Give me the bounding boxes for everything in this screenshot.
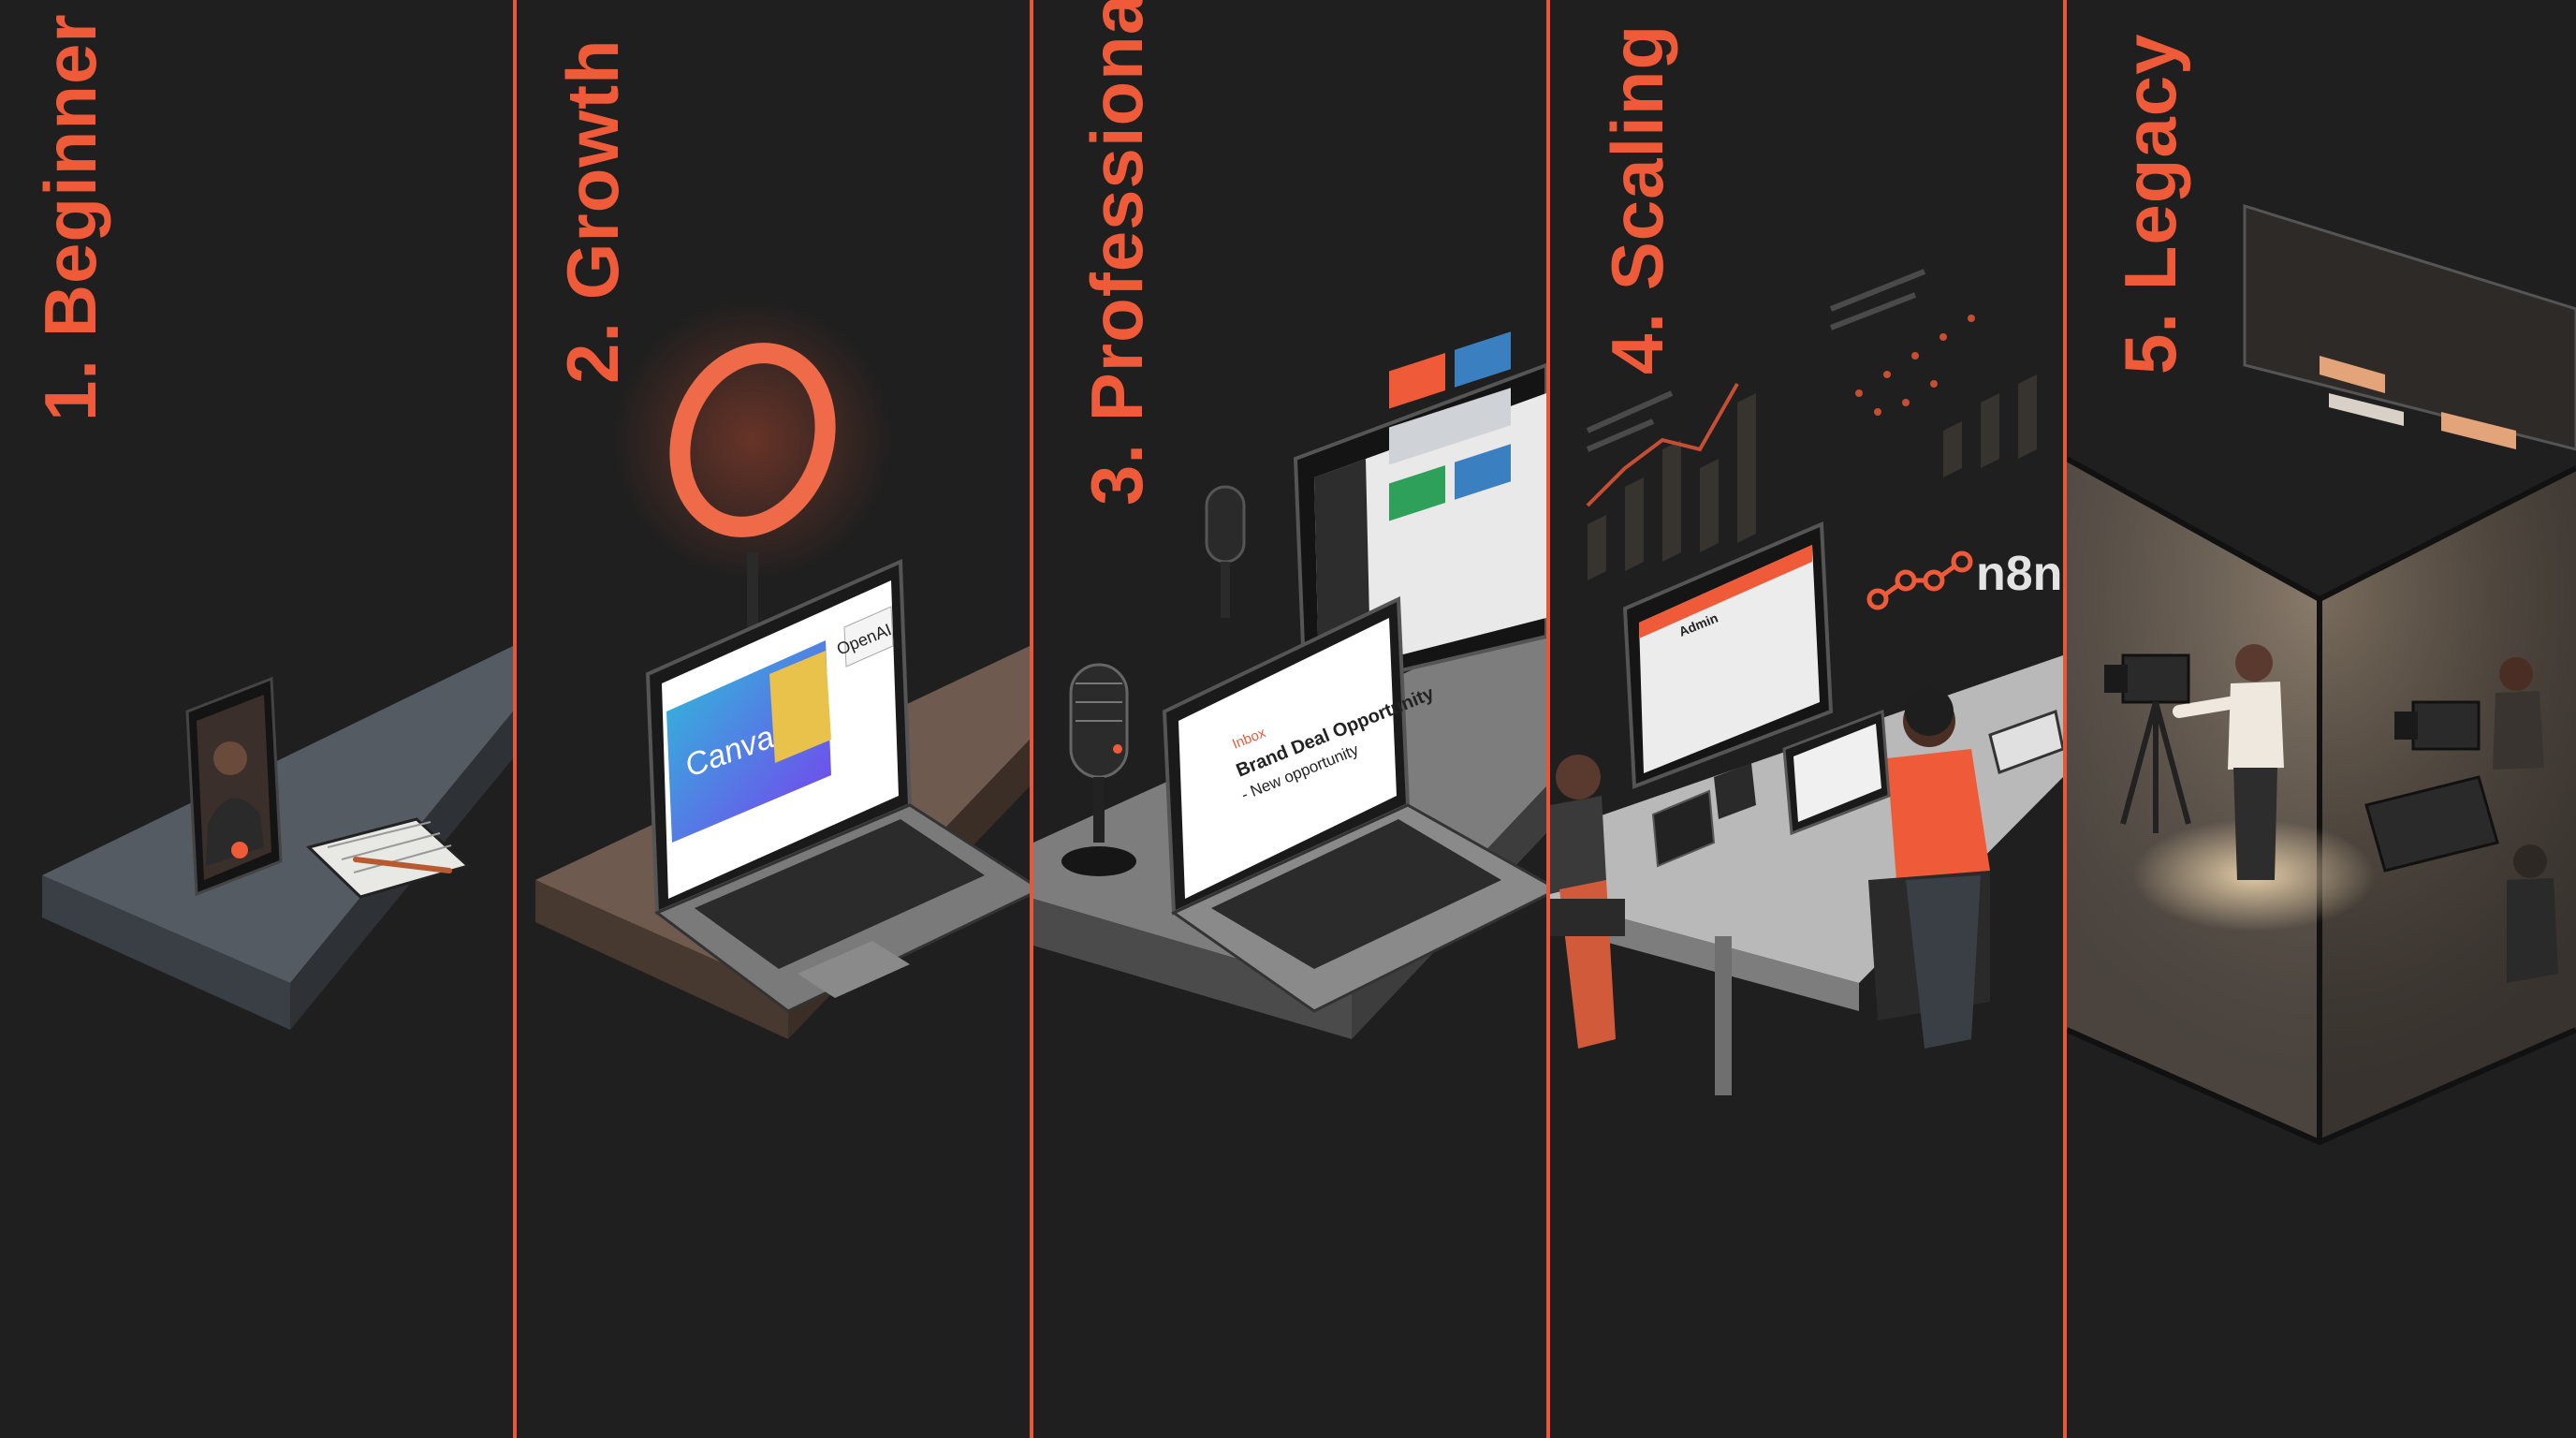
stage-title-growth: 2. Growth [551,38,634,384]
divider-2 [1030,0,1033,1438]
divider-4 [2063,0,2067,1438]
person-icon [1868,687,1990,1049]
person-icon [2507,844,2558,983]
n8n-logo-icon [1866,550,1973,610]
stage-panel-professional: 3. Professional [1033,0,1546,1438]
stage-title-legacy: 5. Legacy [2109,33,2191,374]
laptop-icon: Inbox Brand Deal Opportunity - New oppor… [1162,595,1546,1013]
timeline-board-graphic [2243,203,2576,451]
microphone-icon [1061,485,1246,876]
growth-chart-graphic [1586,269,2037,580]
ring-light-icon [612,300,893,627]
stage-panel-growth: 2. Growth Canva OpenAI [517,0,1030,1438]
stage-panel-legacy: 5. Legacy [2067,0,2576,1438]
stage-title-scaling: 4. Scaling [1596,23,1678,374]
camera-icon [2104,653,2191,833]
person-icon [2493,657,2544,770]
n8n-wordmark: n8n [1976,547,2062,601]
growth-scene: Canva OpenAI [535,300,1030,1039]
stage-title-professional: 3. Professional [1076,0,1158,506]
person-icon [2173,644,2284,880]
divider-3 [1546,0,1550,1438]
camera-icon [2394,700,2481,751]
divider-1 [513,0,517,1438]
monitor-icon [1293,331,1546,696]
stage-title-beginner: 1. Beginner [29,13,111,421]
laptop-icon: Canva OpenAI [645,558,1030,1013]
person-icon [1550,755,1625,1049]
smartphone-icon [185,676,283,897]
monitor-icon: Admin [1622,521,1834,819]
legacy-scene [2067,203,2576,1146]
professional-scene: Inbox Brand Deal Opportunity - New oppor… [1033,331,1546,1039]
stage-panel-scaling: 4. Scaling [1550,0,2063,1438]
scaling-scene: n8n Admin [1550,269,2063,1095]
notepad-icon [306,817,471,899]
stage-panel-beginner: 1. Beginner [0,0,513,1438]
beginner-scene [42,646,513,1030]
